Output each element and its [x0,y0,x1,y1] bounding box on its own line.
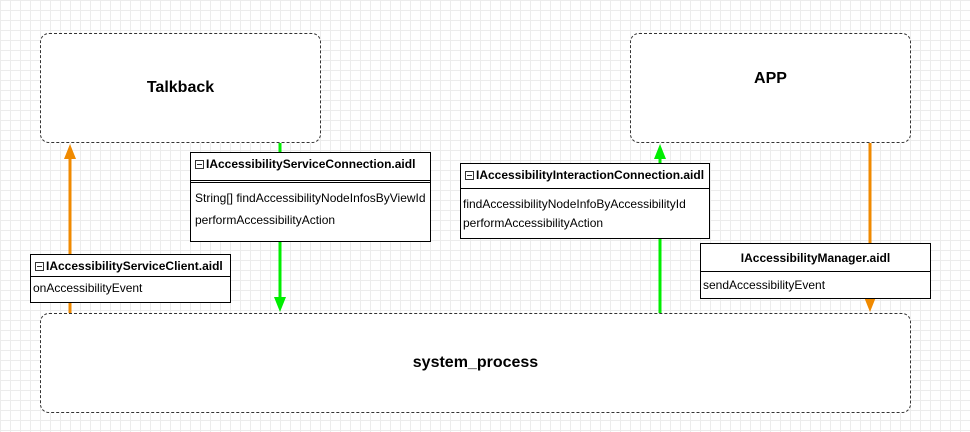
service-connection-header: IAccessibilityServiceConnection.aidl [191,153,430,174]
method-find-node-infos-by-view-id: String[] findAccessibilityNodeInfosByVie… [195,191,426,205]
arrow-interaction-up-head [654,144,666,159]
divider [701,271,930,272]
divider [31,276,230,277]
service-connection-title: IAccessibilityServiceConnection.aidl [206,157,416,171]
manager-title: IAccessibilityManager.aidl [740,251,891,265]
method-on-accessibility-event: onAccessibilityEvent [33,281,143,295]
system-process-node[interactable]: system_process [40,313,911,413]
interaction-connection-title: IAccessibilityInteractionConnection.aidl [476,168,705,182]
system-process-label: system_process [412,354,539,371]
interaction-connection-class[interactable]: IAccessibilityInteractionConnection.aidl… [460,163,710,239]
service-client-header: IAccessibilityServiceClient.aidl [31,255,230,276]
method-find-node-info-by-accessibility-id: findAccessibilityNodeInfoByAccessibility… [463,197,686,211]
collapse-icon[interactable] [195,159,204,169]
arrow-connection-down-head [274,297,286,312]
divider [461,188,709,189]
service-client-title: IAccessibilityServiceClient.aidl [46,259,223,273]
method-perform-action: performAccessibilityAction [463,216,604,230]
method-perform-action: performAccessibilityAction [195,213,336,227]
method-send-accessibility-event: sendAccessibilityEvent [703,278,826,292]
manager-class[interactable]: IAccessibilityManager.aidl sendAccessibi… [700,243,931,299]
talkback-node[interactable]: Talkback [40,33,321,143]
collapse-icon[interactable] [35,261,44,271]
talkback-label: Talkback [146,79,215,96]
manager-header: IAccessibilityManager.aidl [701,244,930,271]
interaction-connection-header: IAccessibilityInteractionConnection.aidl [461,164,709,185]
service-connection-class[interactable]: IAccessibilityServiceConnection.aidl Str… [190,152,431,242]
service-client-class[interactable]: IAccessibilityServiceClient.aidl onAcces… [30,254,231,303]
arrow-client-up-head [64,144,76,159]
app-node[interactable]: APP [630,33,911,143]
collapse-icon[interactable] [465,170,474,180]
app-label: APP [754,70,787,87]
arrow-manager-down-head [864,297,876,312]
divider [191,180,430,183]
